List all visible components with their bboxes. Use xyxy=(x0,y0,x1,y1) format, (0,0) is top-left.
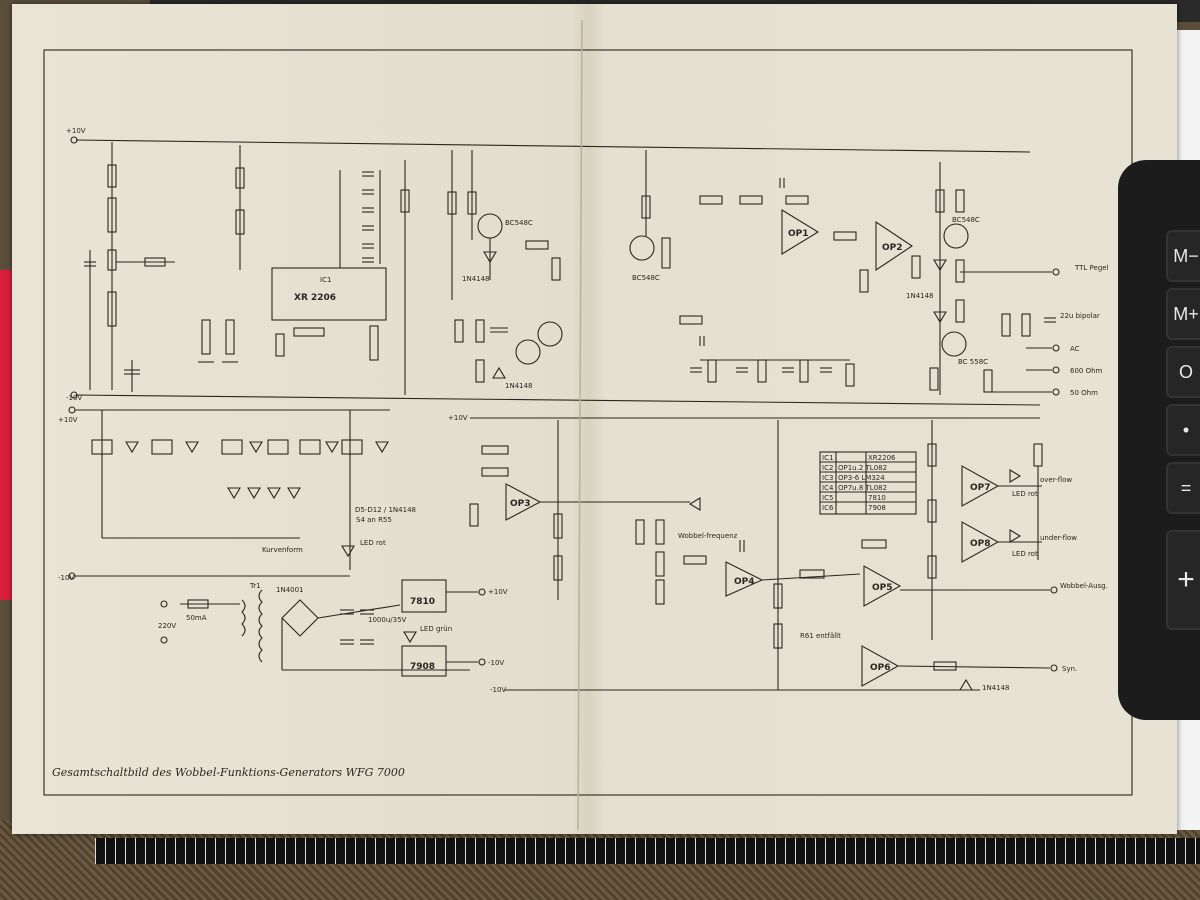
svg-text:7908: 7908 xyxy=(868,504,886,512)
calc-key-decimal[interactable]: • xyxy=(1166,404,1200,456)
frame xyxy=(43,49,1133,796)
rail-label: -10V xyxy=(490,686,506,694)
transistor-t4 xyxy=(629,235,655,261)
d3-label: 1N4148 xyxy=(906,292,934,300)
output-ttl: TTL Pegel xyxy=(1074,264,1109,272)
svg-text:IC3: IC3 xyxy=(822,474,833,482)
calculator: M− M+ O • = + xyxy=(1118,160,1200,720)
bridge-label: 1N4001 xyxy=(276,586,304,594)
overflow-label: over-flow xyxy=(1040,476,1072,484)
d1-label: 1N4148 xyxy=(505,382,533,390)
t3-label: BC548C xyxy=(505,219,533,227)
output-syn: Syn. xyxy=(1062,665,1077,673)
op8 xyxy=(961,521,1000,563)
op6 xyxy=(861,645,900,687)
op1 xyxy=(781,209,820,255)
op4 xyxy=(725,561,764,597)
bridge-rectifier xyxy=(281,599,319,637)
svg-text:OP4: OP4 xyxy=(734,577,755,587)
svg-text:7810: 7810 xyxy=(410,597,435,607)
calc-key-m-minus[interactable]: M− xyxy=(1166,230,1200,282)
svg-text:OP1: OP1 xyxy=(788,229,809,239)
t4-label: BC548C xyxy=(632,274,660,282)
svg-text:7908: 7908 xyxy=(410,662,435,672)
op3 xyxy=(505,483,542,521)
svg-text:OP7: OP7 xyxy=(970,483,991,493)
svg-text:OP8: OP8 xyxy=(970,539,991,549)
fuse-label: 50mA xyxy=(186,614,207,622)
c24-label: 22u bipolar xyxy=(1060,312,1100,320)
calc-key-equals[interactable]: = xyxy=(1166,462,1200,514)
svg-text:IC5: IC5 xyxy=(822,494,833,502)
output-ac: AC xyxy=(1070,345,1080,353)
svg-text:IC6: IC6 xyxy=(822,504,834,512)
svg-text:OP2: OP2 xyxy=(882,243,903,253)
rail-label: +10V xyxy=(58,416,78,424)
op2 xyxy=(875,220,913,272)
op5 xyxy=(863,565,902,607)
ic1-xr2206 xyxy=(271,267,387,321)
ic1-label: XR 2206 xyxy=(294,293,336,303)
transistor-t3 xyxy=(477,213,503,239)
led-red-15: LED rot xyxy=(1012,550,1038,558)
svg-text:XR2206: XR2206 xyxy=(868,454,896,462)
svg-text:IC2: IC2 xyxy=(822,464,833,472)
underflow-label: under-flow xyxy=(1040,534,1077,542)
svg-text:IC1: IC1 xyxy=(320,276,331,284)
svg-text:IC4: IC4 xyxy=(822,484,834,492)
d16-label: 1N4148 xyxy=(982,684,1010,692)
transistor-t2 xyxy=(537,321,563,347)
tr1-label: Tr1 xyxy=(249,582,261,590)
rail-label: -10V xyxy=(58,574,74,582)
transistor-t6 xyxy=(941,331,967,357)
t6-label: BC 558C xyxy=(958,358,988,366)
c27-label: 1000u/35V xyxy=(368,616,407,624)
svg-text:+10V: +10V xyxy=(488,588,508,596)
t5-label: BC548C xyxy=(952,216,980,224)
red-paper-edge xyxy=(0,270,14,600)
svg-text:OP5: OP5 xyxy=(872,583,893,593)
figure-caption: Gesamtschaltbild des Wobbel-Funktions-Ge… xyxy=(52,766,405,779)
output-600: 600 Ohm xyxy=(1070,367,1103,375)
svg-text:OP3-6 LM324: OP3-6 LM324 xyxy=(838,474,885,482)
ic6-regulator xyxy=(401,645,447,677)
svg-text:OP6: OP6 xyxy=(870,663,891,673)
svg-text:OP1u.2 TL082: OP1u.2 TL082 xyxy=(838,464,887,472)
r61-label: R61 entfällt xyxy=(800,632,841,640)
svg-text:OP3: OP3 xyxy=(510,499,531,509)
output-50: 50 Ohm xyxy=(1070,389,1098,397)
transistor-t5 xyxy=(943,223,969,249)
svg-text:IC1: IC1 xyxy=(822,454,833,462)
kurvenform-label: Kurvenform xyxy=(262,546,303,554)
schematic-sheet xyxy=(12,4,1177,834)
calc-key-zero[interactable]: O xyxy=(1166,346,1200,398)
led-red-14: LED rot xyxy=(1012,490,1038,498)
output-wobbel: Wobbel-Ausg. xyxy=(1060,582,1108,590)
d5d12-label: D5-D12 / 1N4148 xyxy=(355,506,416,514)
calc-key-plus[interactable]: + xyxy=(1166,530,1200,630)
svg-text:7810: 7810 xyxy=(868,494,886,502)
led-green-label: LED grün xyxy=(420,625,452,633)
rail-label: +10V xyxy=(448,414,468,422)
d2-label: 1N4148 xyxy=(462,275,490,283)
calc-key-m-plus[interactable]: M+ xyxy=(1166,288,1200,340)
op7 xyxy=(961,465,1000,507)
transistor-t1 xyxy=(515,339,541,365)
mains-label: 220V xyxy=(158,622,176,630)
ic-table: IC1 XR2206 IC2 OP1u.2 TL082 IC3 OP3-6 LM… xyxy=(819,451,917,515)
rail-label: +10V xyxy=(66,127,86,135)
s4-label: S4 an R55 xyxy=(356,516,392,524)
rail-label: -10V xyxy=(66,394,82,402)
wobbel-freq-label: Wobbel-frequenz xyxy=(678,532,738,540)
svg-text:OP7u.8 TL082: OP7u.8 TL082 xyxy=(838,484,887,492)
svg-text:-10V: -10V xyxy=(488,659,504,667)
ruler xyxy=(95,838,1200,864)
d22-led-label: LED rot xyxy=(360,539,386,547)
ic5-regulator xyxy=(401,579,447,613)
